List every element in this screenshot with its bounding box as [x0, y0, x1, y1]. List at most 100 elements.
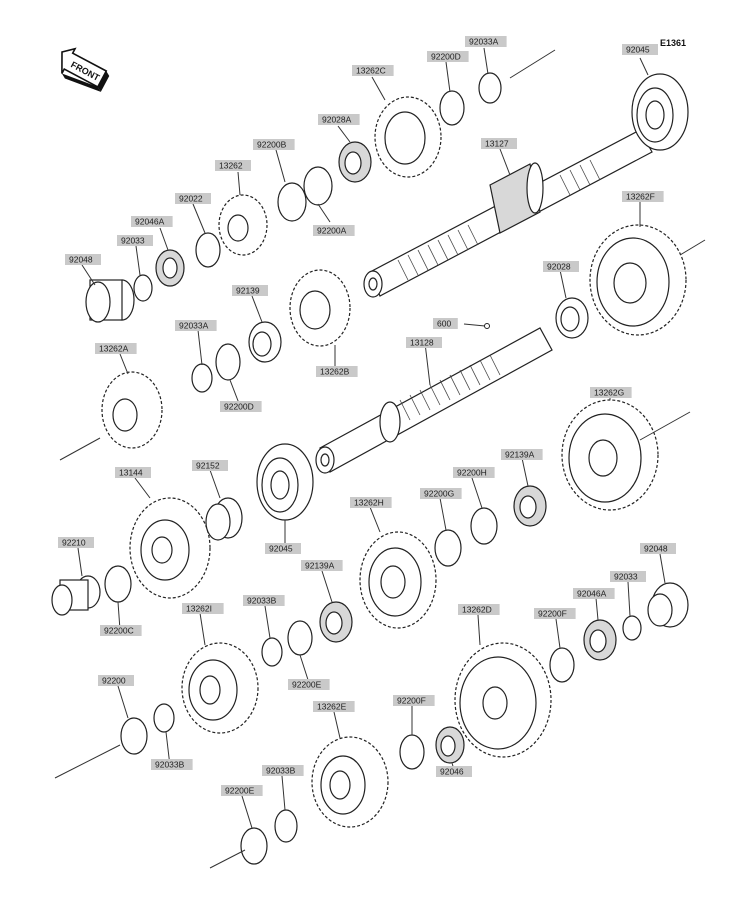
callout-text: 92046A	[577, 589, 607, 599]
callout-text: 92045	[626, 45, 650, 55]
callout-box	[98, 675, 134, 686]
callout-92033_top: 92033	[117, 235, 153, 246]
callout-box	[115, 467, 151, 478]
callout-box	[117, 235, 153, 246]
callout-box	[131, 216, 173, 227]
callout-box	[192, 460, 228, 471]
callout-92028: 92028	[543, 261, 579, 272]
callout-text: 92028A	[322, 115, 352, 125]
callout-92033B_mid: 92033B	[243, 595, 285, 606]
needle-bearing-92028A	[338, 141, 372, 183]
callout-box	[640, 543, 676, 554]
callout-box	[590, 387, 632, 398]
callout-text: 13128	[410, 338, 434, 348]
callout-text: 92200D	[224, 402, 254, 412]
callout-box	[573, 588, 615, 599]
callout-box	[433, 318, 458, 329]
callout-box	[243, 595, 285, 606]
callout-92200F_right: 92200F	[534, 608, 576, 619]
callout-13262D: 13262D	[458, 604, 500, 615]
callout-box	[58, 537, 94, 548]
callout-92048_top: 92048	[65, 254, 101, 265]
callout-13262G: 13262G	[590, 387, 632, 398]
callout-13262H: 13262H	[350, 497, 392, 508]
callout-text: 92200C	[104, 626, 134, 636]
callout-13262E: 13262E	[313, 701, 355, 712]
callout-box	[301, 560, 343, 571]
callout-92200A: 92200A	[313, 225, 355, 236]
callout-text: 92033B	[266, 766, 296, 776]
bushing-92152	[205, 497, 243, 541]
callout-box	[427, 51, 469, 62]
needle-bearing-92046A-top	[155, 249, 185, 287]
callout-text: 92033	[614, 572, 638, 582]
gear-13262G	[561, 399, 659, 511]
needle-bearing-92028	[555, 297, 589, 339]
callout-text: 13127	[485, 139, 509, 149]
callout-text: 92022	[179, 194, 203, 204]
front-arrow-icon: FRONT	[61, 47, 110, 92]
callout-92200D_mid: 92200D	[220, 401, 262, 412]
callout-text: 92139A	[505, 450, 535, 460]
callout-text: 92200A	[317, 226, 347, 236]
gear-13262	[218, 194, 268, 256]
callout-text: 13262F	[626, 192, 655, 202]
callout-13127: 13127	[481, 138, 517, 149]
gear-13262F	[589, 224, 687, 336]
needle-bearing-92046	[435, 726, 465, 764]
washers	[104, 72, 642, 865]
main-shaft	[363, 129, 653, 298]
leader-lines	[77, 47, 666, 829]
callout-text: 13262	[219, 161, 243, 171]
callout-box	[220, 401, 262, 412]
callout-box	[221, 785, 263, 796]
callout-text: 92048	[69, 255, 93, 265]
callout-text: 92139	[236, 286, 260, 296]
callout-box	[350, 497, 392, 508]
gear-13262D	[454, 642, 552, 758]
callout-92200: 92200	[98, 675, 134, 686]
callout-box	[253, 139, 295, 150]
bushing-92048-top	[85, 279, 135, 323]
center-lines	[54, 49, 706, 869]
collar-92210	[51, 575, 101, 616]
callout-text: 13262H	[354, 498, 384, 508]
callout-text: 92200E	[225, 786, 255, 796]
callout-text: 92033A	[469, 37, 499, 47]
callout-92210: 92210	[58, 537, 94, 548]
callout-92046: 92046	[436, 766, 472, 777]
gear-13262C	[374, 96, 442, 178]
needle-bearing-92046A-right	[583, 619, 617, 661]
callout-92200H: 92200H	[453, 467, 495, 478]
callout-box	[313, 225, 355, 236]
callout-box	[501, 449, 543, 460]
callout-92046A_top: 92046A	[131, 216, 173, 227]
gear-13262H	[359, 531, 437, 629]
callout-text: 13262C	[356, 66, 386, 76]
callout-13262C: 13262C	[352, 65, 394, 76]
callout-text: 13262G	[594, 388, 624, 398]
callout-box	[175, 193, 211, 204]
callout-text: 92200E	[292, 680, 322, 690]
callout-text: 92210	[62, 538, 86, 548]
callout-text: 92200	[102, 676, 126, 686]
callout-92033B_low: 92033B	[151, 759, 193, 770]
callout-text: 13262A	[99, 344, 129, 354]
callout-92139: 92139	[232, 285, 268, 296]
callout-92033A_top: 92033A	[465, 36, 507, 47]
callout-box	[262, 765, 304, 776]
callout-box	[232, 285, 268, 296]
bearing-92045-mid	[256, 443, 314, 521]
callout-box	[534, 608, 576, 619]
callout-600: 600	[433, 318, 458, 329]
callout-text: 92028	[547, 262, 571, 272]
callout-box	[265, 543, 301, 554]
callout-92028A: 92028A	[318, 114, 360, 125]
callout-box	[406, 337, 442, 348]
callout-13144: 13144	[115, 467, 151, 478]
callout-box	[215, 160, 251, 171]
gear-13262I	[181, 642, 259, 734]
callout-box	[393, 695, 435, 706]
